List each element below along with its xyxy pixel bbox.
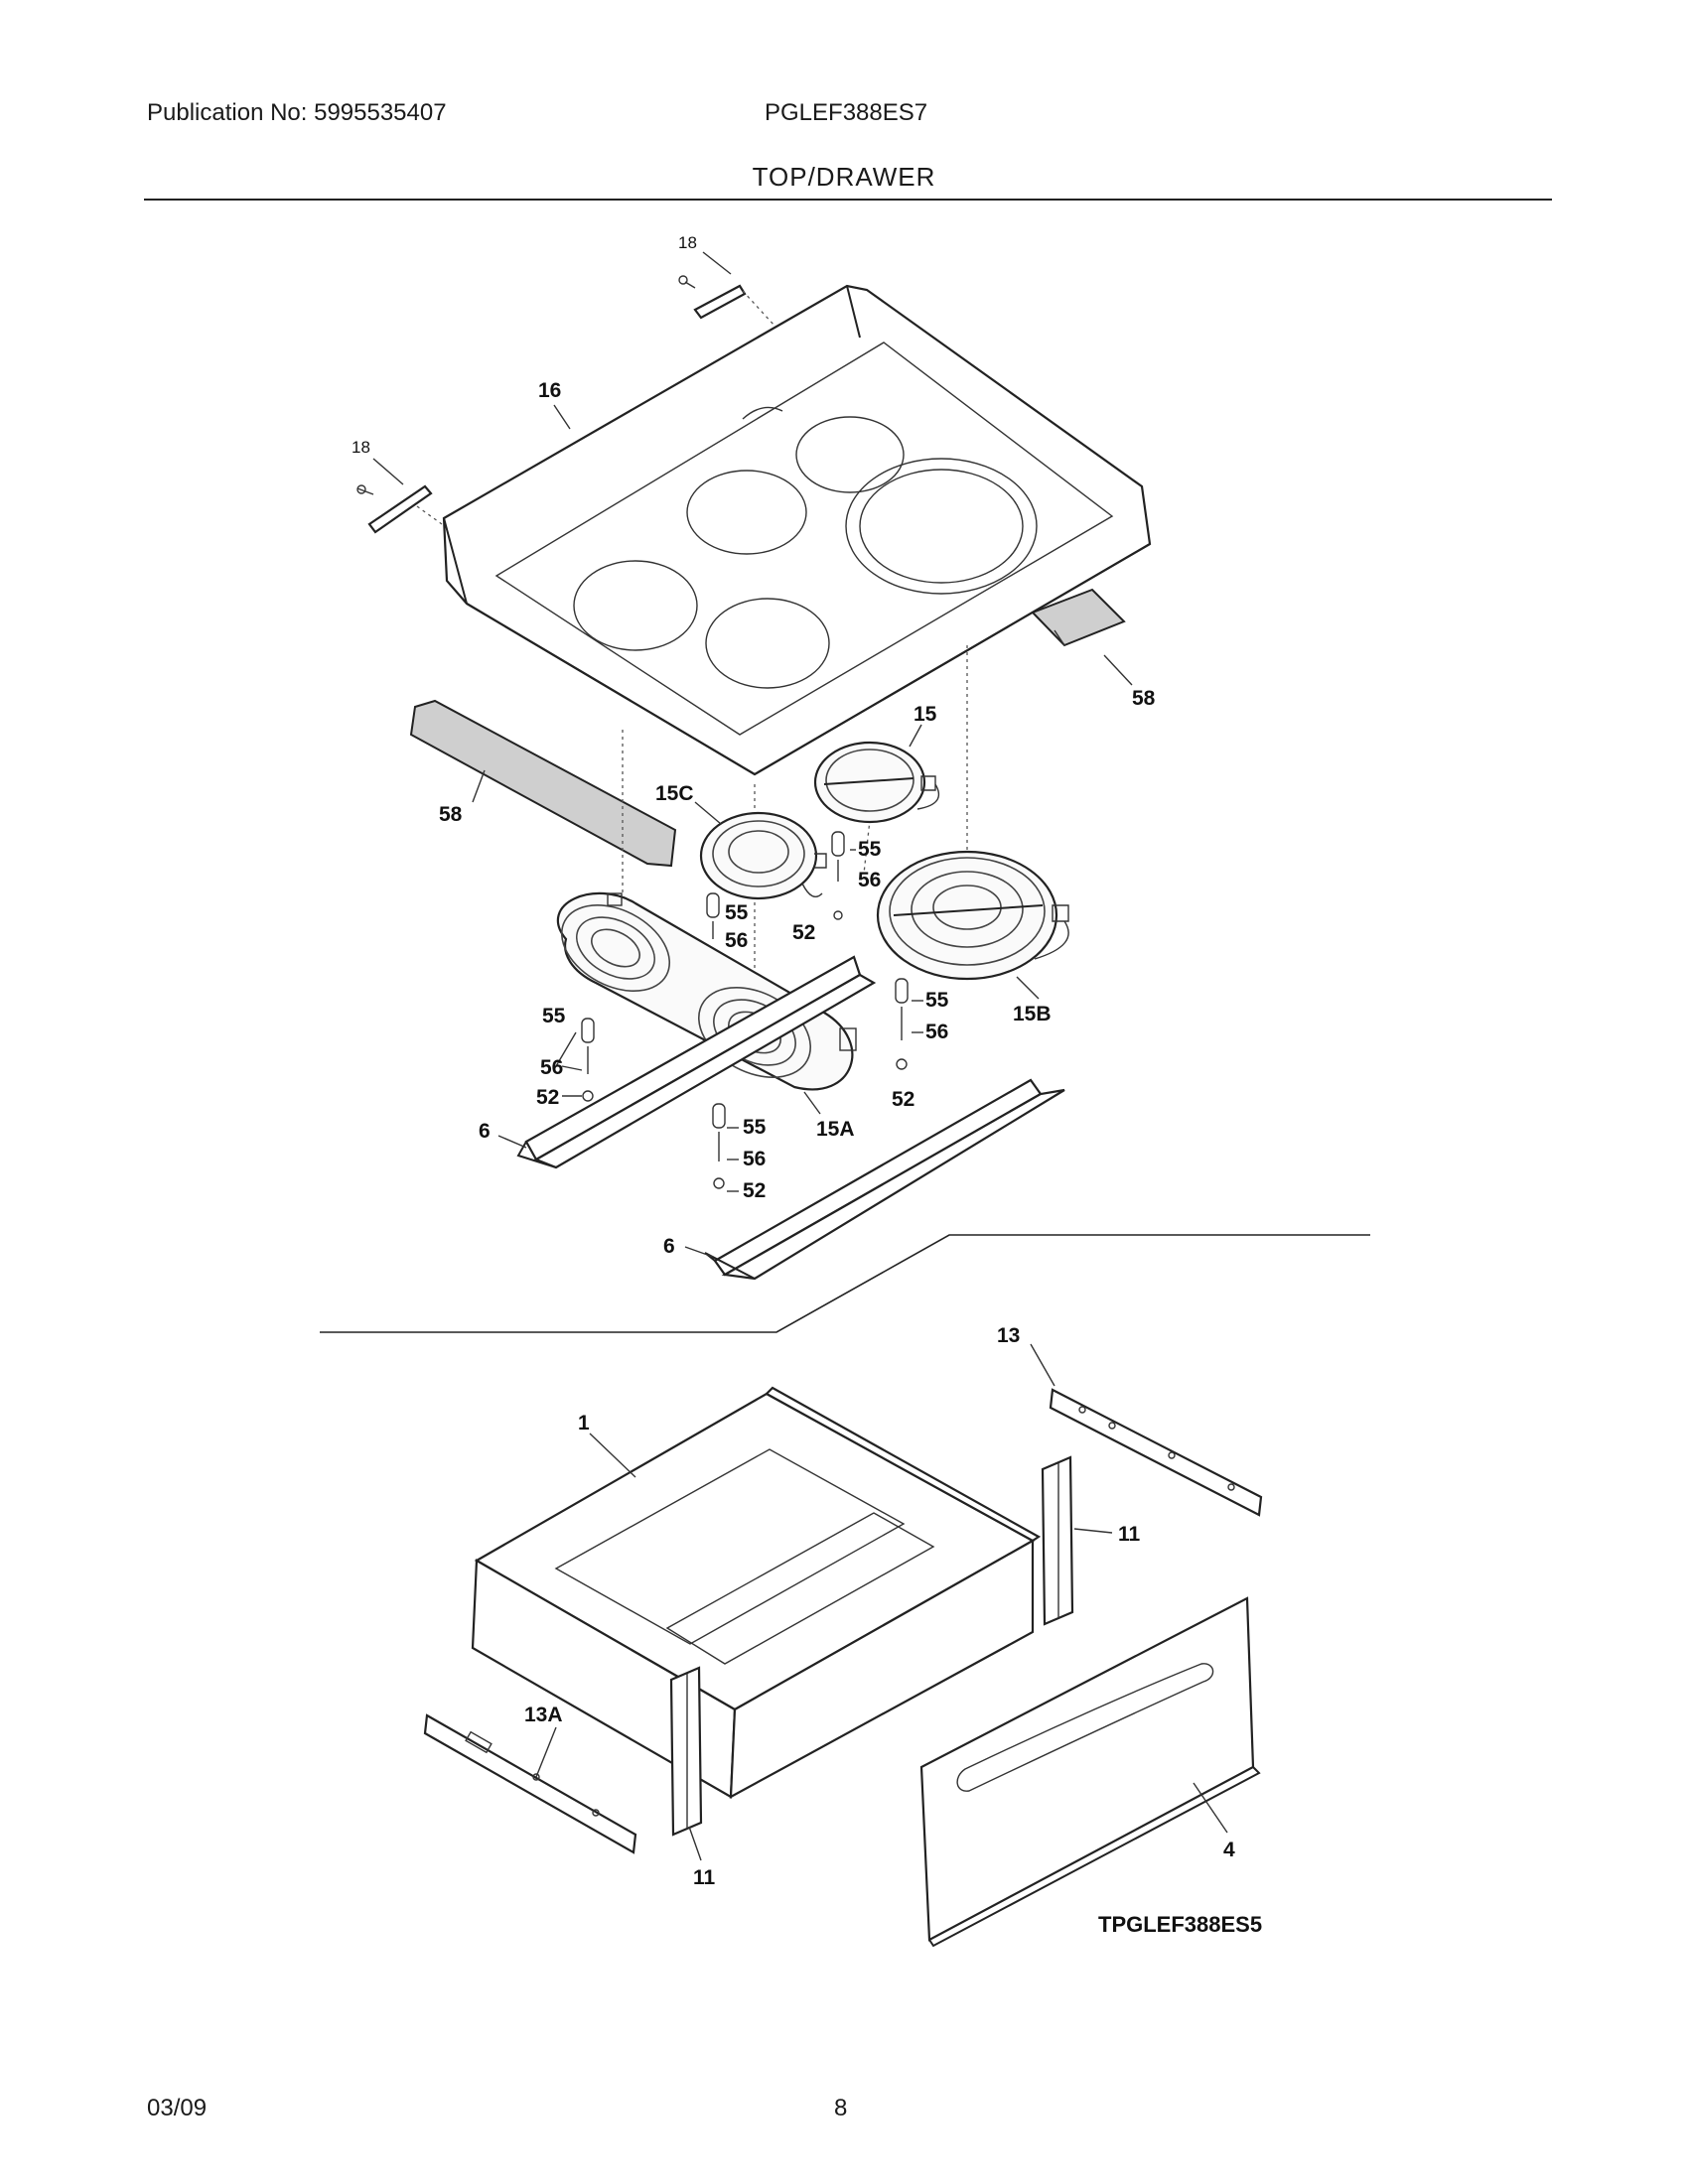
cooktop-burner-right-rear — [795, 416, 905, 493]
callout-56-c: 56 — [925, 1021, 948, 1043]
leader-lines — [372, 251, 1228, 1861]
hardware-stack-15b — [895, 978, 909, 1070]
callout-56-e: 56 — [743, 1148, 766, 1170]
cooktop-burner-bridge — [705, 598, 830, 689]
drawer-body-1 — [471, 1386, 1042, 1799]
foam-strip-58-left — [409, 699, 677, 868]
callout-11-left: 11 — [693, 1866, 716, 1889]
hardware-stack-15a-left — [581, 1018, 595, 1102]
cooktop-16 — [442, 284, 1152, 776]
drawer-slide-13a — [423, 1713, 637, 1854]
drawer-front-4 — [919, 1596, 1261, 1948]
callout-52-b: 52 — [792, 921, 815, 944]
callout-55-e: 55 — [743, 1116, 767, 1139]
support-bar-6-upper — [516, 955, 877, 1169]
callout-52-d: 52 — [536, 1086, 559, 1109]
callout-11-right: 11 — [1118, 1523, 1141, 1546]
callout-55-b: 55 — [725, 901, 749, 924]
hardware-stack-15a-center — [712, 1103, 726, 1189]
bracket-18-top — [678, 275, 775, 327]
cooktop-burner-right-front-outer — [845, 458, 1038, 595]
drawer-slide-13 — [1049, 1388, 1263, 1517]
callout-58-left: 58 — [439, 803, 463, 826]
diagram-code: TPGLEF388ES5 — [1098, 1912, 1262, 1937]
callout-55-a: 55 — [858, 838, 882, 861]
element-15c — [699, 811, 827, 900]
bracket-18-left — [356, 484, 443, 534]
callout-18-left: 18 — [352, 438, 370, 457]
cooktop-burner-left-rear — [686, 470, 807, 555]
callout-52-c: 52 — [892, 1088, 914, 1111]
foam-strip-58-right — [1031, 588, 1126, 647]
callout-4: 4 — [1223, 1839, 1235, 1861]
cooktop-burner-right-front-inner — [859, 469, 1024, 584]
hardware-stack-15c — [706, 892, 720, 939]
cooktop-burner-left-front — [573, 560, 698, 651]
callout-16: 16 — [538, 379, 561, 402]
callout-18-top: 18 — [678, 233, 697, 252]
callout-58-right: 58 — [1132, 687, 1156, 710]
callout-13: 13 — [997, 1324, 1020, 1347]
publication-number: Publication No: 5995535407 — [147, 99, 447, 126]
callout-55-d: 55 — [542, 1005, 566, 1027]
footer-date: 03/09 — [147, 2095, 208, 2121]
drawer-rail-11-right — [1041, 1455, 1074, 1626]
callout-15: 15 — [914, 703, 937, 726]
hardware-stack-15 — [831, 831, 845, 920]
page-number: 8 — [834, 2095, 848, 2121]
section-divider — [320, 1234, 1370, 1333]
drawer-rail-11-left — [669, 1666, 703, 1837]
header-rule — [144, 199, 1552, 201]
callout-1: 1 — [578, 1412, 590, 1434]
section-title: TOP/DRAWER — [752, 162, 936, 192]
element-15b — [876, 850, 1069, 981]
element-15 — [813, 741, 940, 824]
callout-15b: 15B — [1013, 1003, 1052, 1025]
callout-56-d: 56 — [540, 1056, 563, 1079]
support-bar-6-lower — [704, 1078, 1065, 1281]
callout-55-c: 55 — [925, 989, 949, 1012]
callout-6-left: 6 — [479, 1120, 491, 1143]
callout-13a: 13A — [524, 1704, 563, 1726]
callout-15a: 15A — [816, 1118, 855, 1141]
callout-15c: 15C — [655, 782, 694, 805]
callout-52-e: 52 — [743, 1179, 766, 1202]
model-number: PGLEF388ES7 — [765, 99, 928, 126]
callout-56-b: 56 — [725, 929, 748, 952]
callout-56-a: 56 — [858, 869, 881, 891]
callout-6-bottom: 6 — [663, 1235, 675, 1258]
